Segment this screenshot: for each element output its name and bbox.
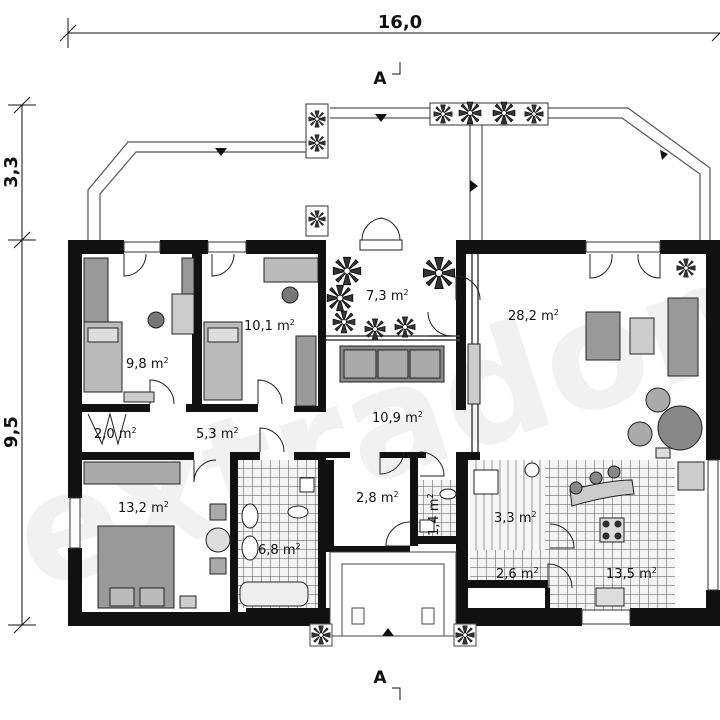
room-area-bedroom-1: 9,8 m2 (126, 356, 169, 372)
room-area-hall: 10,9 m2 (372, 410, 423, 426)
room-area-wc: 1,4 m2 (426, 493, 442, 536)
room-area-winter-garden: 7,3 m2 (366, 288, 409, 304)
door-swings (123, 253, 661, 589)
room-area-living-room: 28,2 m2 (508, 308, 559, 324)
width-label: 16,0 (378, 12, 422, 33)
room-area-bedroom-2: 10,1 m2 (244, 318, 295, 334)
entrance-porch (309, 551, 477, 647)
room-area-utility: 3,3 m2 (494, 510, 537, 526)
room-labels: 9,8 m2 10,1 m2 7,3 m2 28,2 m2 2,0 m2 5,3 m2 10… (94, 288, 657, 582)
furniture (83, 257, 705, 609)
room-area-master-bedroom: 13,2 m2 (118, 500, 169, 516)
section-marker-bottom: A (373, 668, 401, 700)
room-area-vestibule: 2,8 m2 (356, 490, 399, 506)
room-area-wardrobe: 2,0 m2 (94, 426, 137, 442)
room-area-kitchen: 13,5 m2 (606, 566, 657, 582)
terrace-planters (305, 101, 549, 237)
svg-text:A: A (373, 668, 387, 688)
dimension-height: 3,3 9,5 (1, 96, 36, 634)
house-depth-label: 9,5 (1, 416, 22, 448)
svg-text:A: A (373, 69, 387, 89)
terrace (87, 107, 711, 240)
section-marker-top: A (373, 62, 401, 89)
exterior-walls (68, 240, 720, 626)
room-area-bathroom: 6,8 m2 (258, 542, 301, 558)
interior-walls (82, 252, 550, 612)
terrace-depth-label: 3,3 (1, 156, 22, 188)
dimension-width: 16,0 (59, 12, 720, 48)
room-area-corridor: 5,3 m2 (196, 426, 239, 442)
room-area-pantry: 2,6 m2 (496, 566, 539, 582)
